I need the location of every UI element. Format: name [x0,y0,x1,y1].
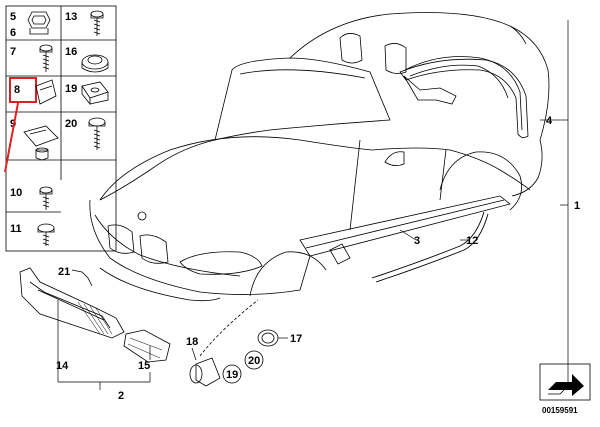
arrow-icon [548,374,584,396]
grommet-16-icon [81,54,109,73]
mirror [384,151,405,166]
grid-label-16: 16 [65,46,77,58]
trim-15 [123,329,171,363]
callout-15: 15 [138,360,150,372]
seat-outline [339,33,363,64]
grid-label-5: 5 [10,11,16,23]
front-bumper [89,199,311,295]
callout-18: 18 [186,336,198,348]
callout-2: 2 [118,390,124,402]
lower-grille-14 [19,267,125,339]
leader-lines [57,20,569,390]
grid-label-6: 6 [10,27,16,39]
grid-label-20: 20 [65,118,77,130]
rear-bumper-outline [511,139,543,197]
kidney-grille-left [107,224,135,254]
grid-label-19: 19 [65,83,77,95]
diagram-id: 00159591 [542,406,578,415]
callout-21: 21 [58,266,70,278]
roll-bar [404,56,523,131]
grid-label-10: 10 [10,187,22,199]
grid-label-8: 8 [14,84,20,96]
callout-17: 17 [290,333,302,345]
callout-circles [222,350,264,384]
screw-20-icon [88,117,106,150]
id-icon-frame [539,363,591,401]
grommet-17 [257,329,279,347]
clip-5-icon [27,11,51,35]
clip-21 [81,271,93,287]
hood-outline [99,136,373,201]
callout-circle-19 [222,364,242,384]
badge [137,211,147,221]
highlight-marker [4,77,37,173]
callout-20: 20 [248,355,260,367]
car-body-outline [89,12,550,302]
plate-9-icon [23,125,59,161]
fog-light-18 [195,357,221,387]
grid-label-13: 13 [65,11,77,23]
callout-4: 4 [546,115,553,127]
front-wheel-arch [249,251,327,297]
kidney-grille-right [139,234,169,264]
roof-line [289,12,550,141]
screw-11-icon [37,223,55,246]
parts-grid [5,5,117,252]
screw-7-icon [39,44,53,72]
diagram-id-badge: 00159591 [539,363,591,415]
moulding-strip-12 [371,211,485,279]
clip-19-icon [81,81,109,106]
windshield-frame [214,57,391,141]
side-skirt [299,195,511,257]
lower-grille-parts [19,267,279,387]
screw-13-icon [90,10,104,36]
headlight [179,251,263,275]
grid-part-sketches [23,10,109,246]
rear-trim-part [399,58,529,138]
seat-outline [384,43,407,74]
highlight-box [9,77,37,103]
callout-3: 3 [414,235,420,247]
grid-label-11: 11 [10,223,22,235]
side-line [371,147,531,191]
callout-12: 12 [466,235,478,247]
skirt-moulding [371,211,489,283]
screw-10-icon [39,186,53,210]
bracket-8-icon [35,79,57,105]
grid-label-7: 7 [10,46,16,58]
highlight-pointer [4,102,19,173]
callout-14: 14 [56,360,69,372]
callout-19: 19 [226,369,238,381]
callout-1: 1 [574,200,580,212]
callout-circle-20 [244,350,264,370]
rear-wheel-arch [439,151,523,211]
side-gill [329,243,351,265]
